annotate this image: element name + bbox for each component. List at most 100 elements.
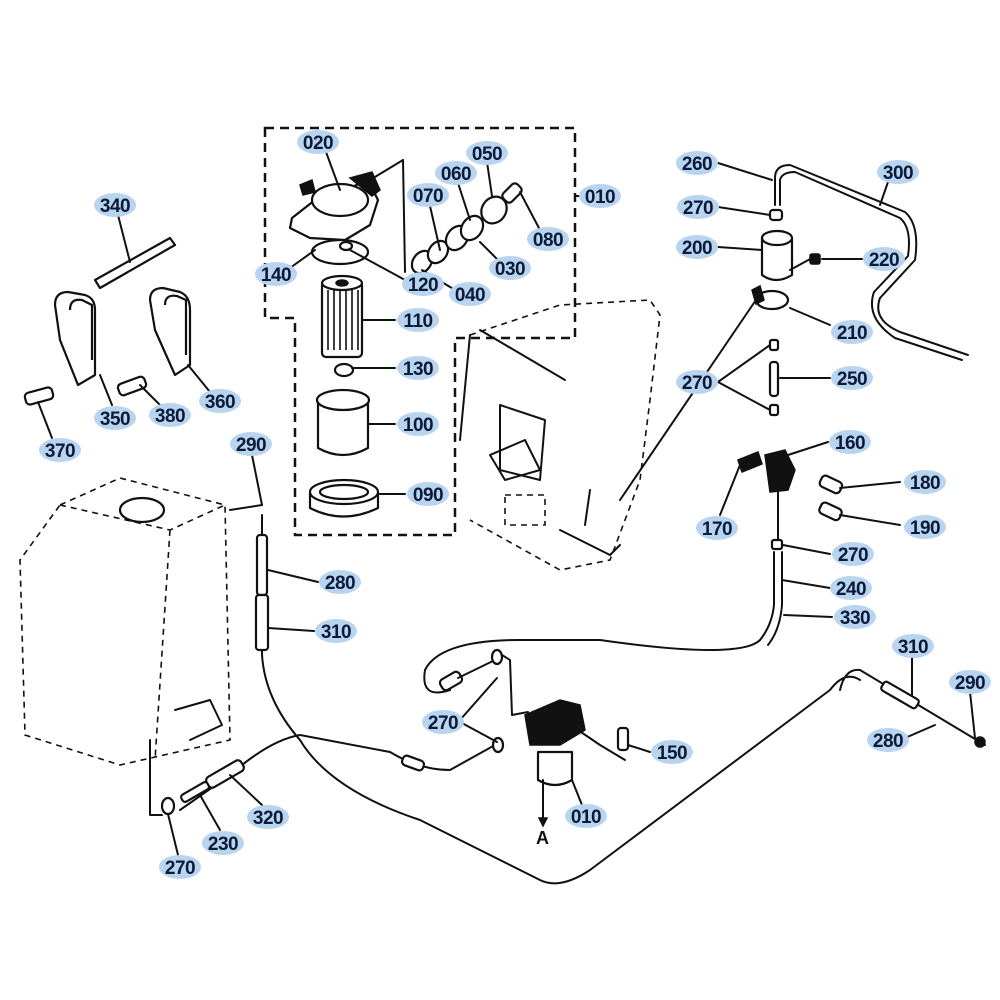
return-pipe	[774, 164, 969, 361]
label-highlight	[449, 282, 491, 306]
view-marker-a: A	[536, 828, 549, 848]
part-label-250[interactable]: 250	[831, 366, 873, 390]
label-highlight	[94, 193, 136, 217]
part-number: 130	[403, 359, 433, 380]
part-number: 060	[441, 164, 471, 185]
part-number: 310	[898, 637, 928, 658]
label-highlight	[422, 710, 464, 734]
part-label-040[interactable]: 040	[449, 282, 491, 306]
part-label-350[interactable]: 350	[94, 406, 136, 430]
part-number: 090	[413, 485, 443, 506]
part-label-310[interactable]: 310	[315, 619, 357, 643]
label-highlight	[315, 619, 357, 643]
filter-head	[288, 159, 406, 273]
part-number: 180	[910, 473, 940, 494]
label-highlight	[829, 430, 871, 454]
part-label-280[interactable]: 280	[867, 728, 909, 752]
part-label-240[interactable]: 240	[830, 576, 872, 600]
part-label-220[interactable]: 220	[863, 247, 905, 271]
part-label-180[interactable]: 180	[904, 470, 946, 494]
part-number: 050	[472, 144, 502, 165]
part-label-010[interactable]: 010	[565, 804, 607, 828]
part-number: 360	[205, 392, 235, 413]
part-number: 270	[682, 373, 712, 394]
part-label-150[interactable]: 150	[651, 740, 693, 764]
part-label-140[interactable]: 140	[255, 262, 297, 286]
ring-nut	[308, 478, 380, 518]
label-highlight	[297, 130, 339, 154]
label-highlight	[397, 412, 439, 436]
part-label-030[interactable]: 030	[489, 256, 531, 280]
part-label-160[interactable]: 160	[829, 430, 871, 454]
part-label-170[interactable]: 170	[696, 516, 738, 540]
label-highlight	[407, 482, 449, 506]
part-label-380[interactable]: 380	[149, 403, 191, 427]
part-label-310[interactable]: 310	[892, 634, 934, 658]
part-label-330[interactable]: 330	[834, 605, 876, 629]
label-highlight	[149, 403, 191, 427]
part-label-200[interactable]: 200	[676, 235, 718, 259]
label-highlight	[904, 515, 946, 539]
part-number: 290	[236, 435, 266, 456]
part-label-010[interactable]: 010	[579, 184, 621, 208]
part-label-270[interactable]: 270	[159, 855, 201, 879]
part-label-270[interactable]: 270	[676, 370, 718, 394]
part-label-230[interactable]: 230	[202, 831, 244, 855]
part-number: 140	[261, 265, 291, 286]
label-highlight	[867, 728, 909, 752]
part-label-210[interactable]: 210	[831, 320, 873, 344]
part-label-110[interactable]: 110	[397, 308, 439, 332]
part-label-270[interactable]: 270	[832, 542, 874, 566]
part-label-090[interactable]: 090	[407, 482, 449, 506]
part-label-060[interactable]: 060	[435, 161, 477, 185]
part-number: 020	[303, 133, 333, 154]
part-label-020[interactable]: 020	[297, 130, 339, 154]
filter-bowl	[315, 388, 371, 457]
part-label-270[interactable]: 270	[677, 195, 719, 219]
part-label-050[interactable]: 050	[466, 141, 508, 165]
part-label-320[interactable]: 320	[247, 805, 289, 829]
part-label-100[interactable]: 100	[397, 412, 439, 436]
label-highlight	[402, 272, 444, 296]
part-label-120[interactable]: 120	[402, 272, 444, 296]
part-label-260[interactable]: 260	[676, 151, 718, 175]
fuel-cock	[737, 449, 844, 646]
part-label-290[interactable]: 290	[949, 670, 991, 694]
part-number: 220	[869, 250, 899, 271]
label-highlight	[892, 634, 934, 658]
part-number: 250	[837, 369, 867, 390]
label-highlight	[832, 542, 874, 566]
main-fuel-line	[149, 675, 861, 885]
part-number: 170	[702, 519, 732, 540]
part-number: 040	[455, 285, 485, 306]
engine-outline	[459, 299, 661, 571]
part-label-070[interactable]: 070	[407, 183, 449, 207]
part-label-190[interactable]: 190	[904, 515, 946, 539]
part-label-080[interactable]: 080	[527, 227, 569, 251]
arrow-down-icon	[537, 817, 549, 828]
label-highlight	[877, 160, 919, 184]
part-label-130[interactable]: 130	[397, 356, 439, 380]
part-label-290[interactable]: 290	[230, 432, 272, 456]
label-highlight	[834, 605, 876, 629]
part-number: 280	[873, 731, 903, 752]
part-number: 150	[657, 743, 687, 764]
label-highlight	[230, 432, 272, 456]
label-highlight	[696, 516, 738, 540]
label-highlight	[199, 389, 241, 413]
part-label-270[interactable]: 270	[422, 710, 464, 734]
part-label-370[interactable]: 370	[39, 438, 81, 462]
part-number: 330	[840, 608, 870, 629]
label-highlight	[949, 670, 991, 694]
label-highlight	[255, 262, 297, 286]
part-label-300[interactable]: 300	[877, 160, 919, 184]
part-label-280[interactable]: 280	[319, 570, 361, 594]
clamp-right	[148, 286, 192, 377]
part-label-340[interactable]: 340	[94, 193, 136, 217]
label-highlight	[319, 570, 361, 594]
band-strap	[93, 236, 177, 290]
part-label-360[interactable]: 360	[199, 389, 241, 413]
sediment-bowl	[524, 699, 630, 821]
